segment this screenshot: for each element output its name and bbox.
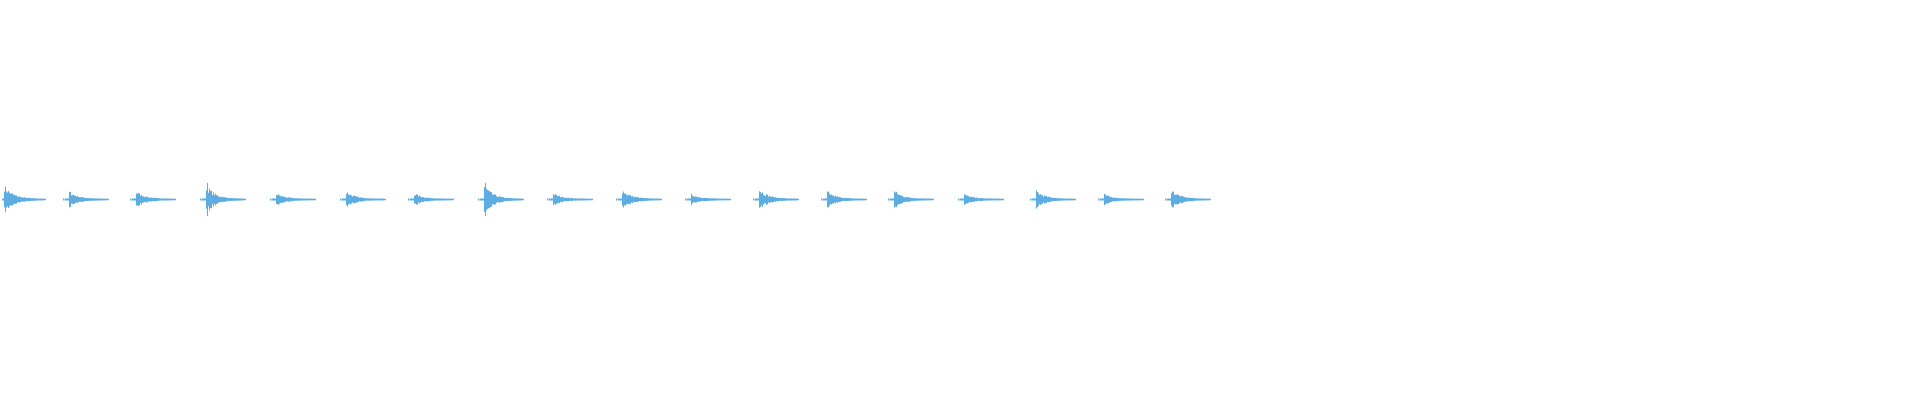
waveform-burst bbox=[130, 193, 176, 206]
waveform-burst bbox=[888, 191, 934, 208]
waveform-burst bbox=[340, 192, 386, 207]
waveform-burst bbox=[63, 191, 109, 208]
waveform-burst bbox=[1030, 190, 1076, 209]
waveform-burst bbox=[958, 194, 1004, 205]
waveform-burst bbox=[547, 193, 593, 206]
waveform-burst bbox=[2, 186, 46, 213]
waveform-burst bbox=[821, 191, 867, 208]
waveform-burst bbox=[753, 191, 799, 208]
waveform-burst bbox=[685, 193, 731, 206]
waveform-burst bbox=[1165, 191, 1211, 208]
waveform-burst bbox=[408, 194, 454, 205]
waveform-burst bbox=[616, 191, 662, 208]
waveform-burst bbox=[200, 183, 246, 216]
waveform-burst bbox=[270, 194, 316, 205]
waveform-burst bbox=[1098, 193, 1144, 206]
waveform-burst bbox=[478, 183, 524, 216]
